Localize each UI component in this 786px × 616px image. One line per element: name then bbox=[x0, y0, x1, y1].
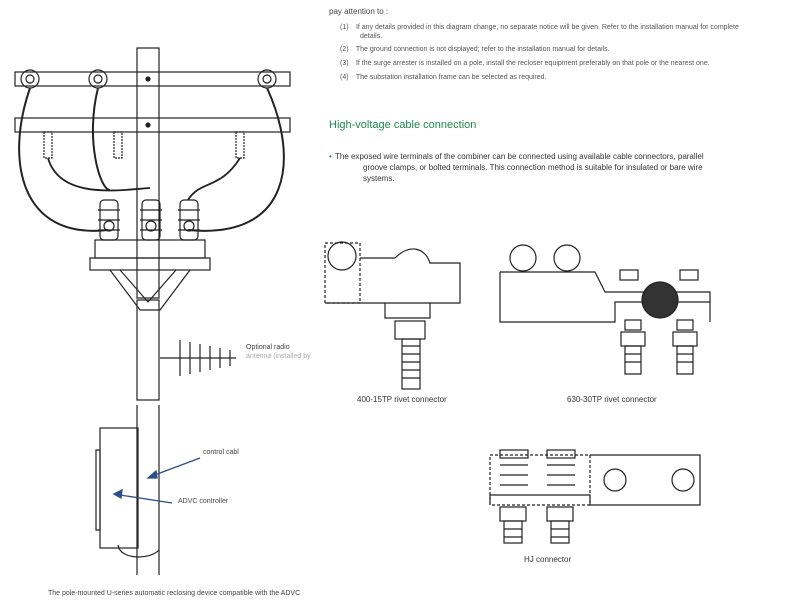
section-bullet: •The exposed wire terminals of the combi… bbox=[329, 151, 779, 183]
note-number: (1) bbox=[340, 24, 349, 31]
bullet-line-2: groove clamps, or bolted terminals. This… bbox=[363, 163, 703, 172]
rivet-630-drawing bbox=[499, 244, 711, 375]
note-number: (2) bbox=[340, 46, 349, 53]
diagram-caption: The pole-mounted U-series automatic recl… bbox=[48, 590, 301, 597]
notes-title: pay attention to : bbox=[329, 7, 389, 16]
bullet-dot-icon: • bbox=[329, 152, 332, 161]
note-text: The substation installation frame can be… bbox=[355, 74, 547, 81]
note-item-4: (4) The substation installation frame ca… bbox=[340, 73, 770, 82]
note-text-continued: details. bbox=[360, 33, 383, 40]
rivet-400-drawing bbox=[324, 241, 461, 390]
note-text: If any details provided in this diagram … bbox=[355, 24, 739, 31]
note-item-1: (1) If any details provided in this diag… bbox=[340, 23, 770, 41]
bullet-line-3: systems. bbox=[363, 174, 395, 183]
controller-label: ADVC controller bbox=[178, 498, 229, 505]
rivet-400-caption: 400-15TP rivet connector bbox=[357, 395, 447, 404]
radio-label-line2: antenna (installed by bbox=[246, 353, 311, 360]
note-item-2: (2) The ground connection is not display… bbox=[340, 45, 770, 54]
note-text: If the surge arrester is installed on a … bbox=[355, 60, 710, 67]
radio-label-line1: Optional radio bbox=[246, 344, 290, 351]
pole-recloser-diagram bbox=[14, 47, 291, 575]
note-item-3: (3) If the surge arrester is installed o… bbox=[340, 59, 770, 68]
control-cable-label: control cabl bbox=[203, 449, 239, 456]
note-number: (4) bbox=[340, 74, 349, 81]
hj-caption: HJ connector bbox=[524, 555, 572, 564]
note-number: (3) bbox=[340, 60, 349, 67]
hj-connector-drawing bbox=[489, 449, 701, 544]
rivet-630-caption: 630-30TP rivet connector bbox=[567, 395, 657, 404]
note-text: The ground connection is not displayed; … bbox=[355, 46, 610, 53]
bullet-line-1: The exposed wire terminals of the combin… bbox=[335, 152, 704, 161]
section-title: High-voltage cable connection bbox=[329, 119, 477, 131]
